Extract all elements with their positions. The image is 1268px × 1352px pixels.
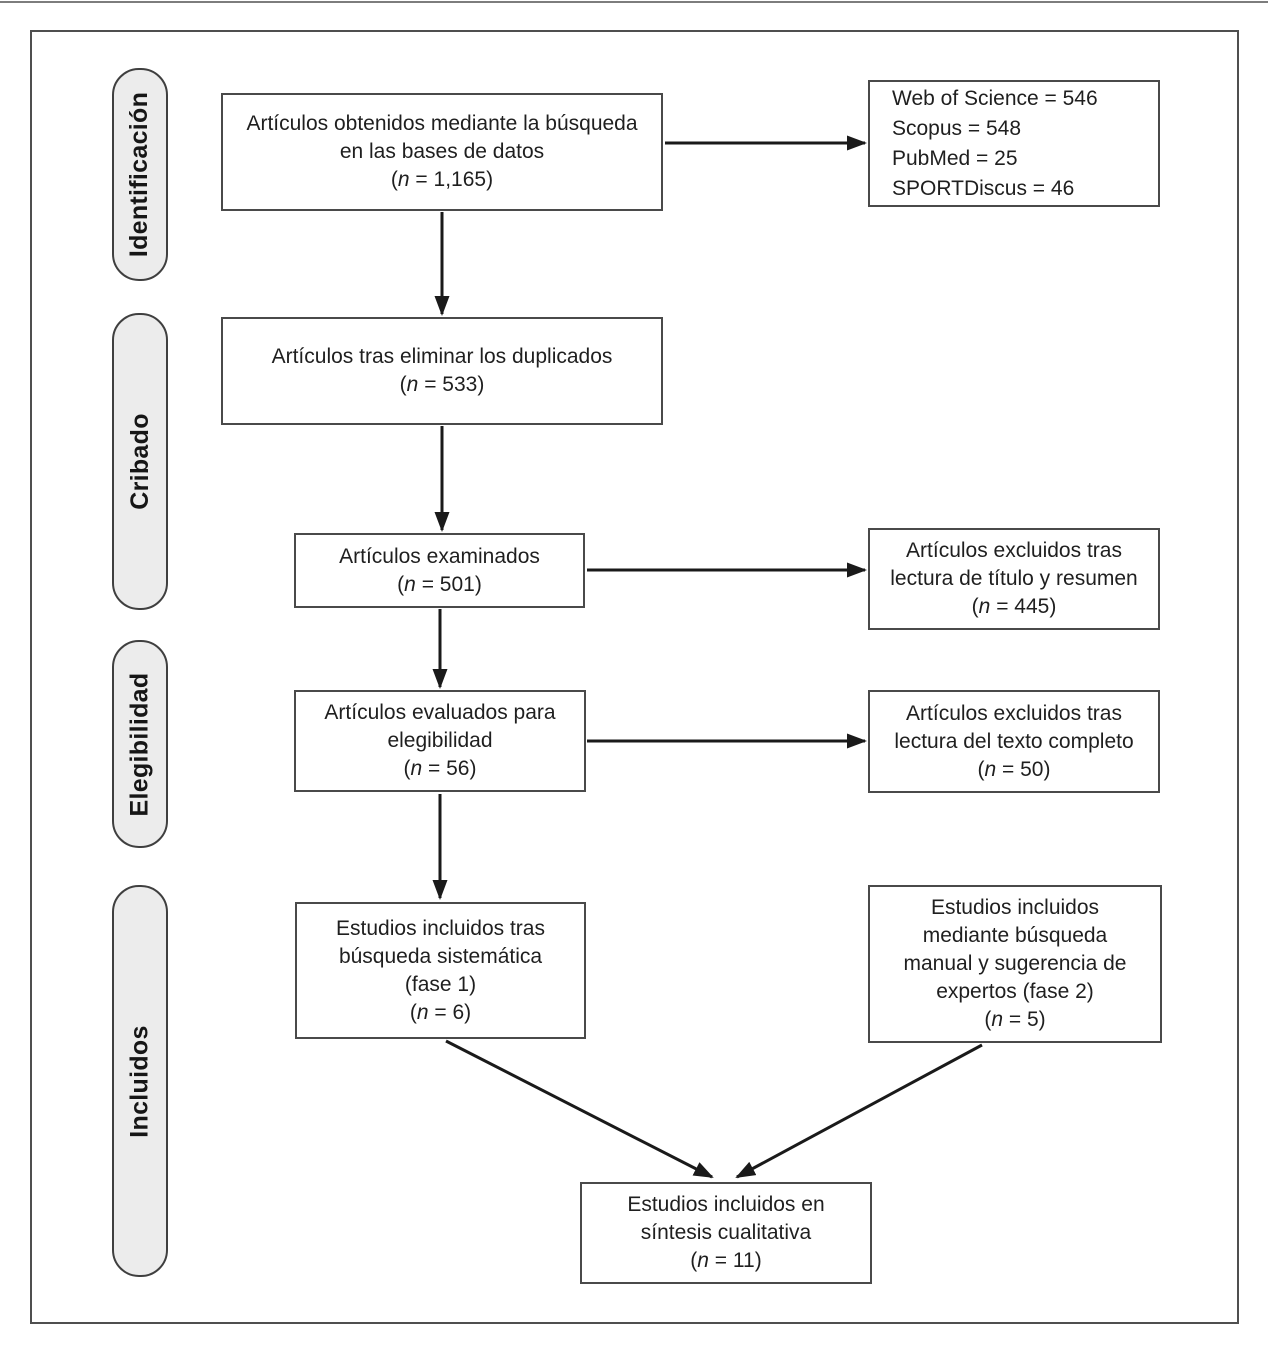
flow-box-included-phase1-text: Estudios incluidos tras búsqueda sistemá… bbox=[336, 916, 545, 996]
stage-label-incluidos: Incluidos bbox=[125, 1024, 154, 1138]
flow-box-excluded-full-text-text: Artículos excluidos tras lectura del tex… bbox=[894, 701, 1134, 753]
flow-box-qualitative-synthesis-text: Estudios incluidos en síntesis cualitati… bbox=[627, 1193, 825, 1244]
flow-box-screened-text: Artículos examinados bbox=[339, 544, 540, 568]
flow-box-included-phase1-count: (n = 6) bbox=[409, 1000, 472, 1024]
flow-box-screened-count: (n = 501) bbox=[397, 572, 482, 596]
flow-box-search-text: Artículos obtenidos mediante la búsqueda… bbox=[246, 112, 638, 163]
flow-box-search-count: (n = 1,165) bbox=[390, 168, 494, 191]
flow-box-excluded-title-abstract-count: (n = 445) bbox=[971, 595, 1057, 618]
flow-box-databases-text: Web of Science = 546 Scopus = 548 PubMed… bbox=[892, 86, 1098, 200]
flow-box-included-phase2-text: Estudios incluidos mediante búsqueda man… bbox=[903, 896, 1127, 1003]
stage-pill-cribado: Cribado bbox=[112, 313, 168, 610]
flow-box-eligibility-count: (n = 56) bbox=[403, 757, 477, 780]
stage-pill-identificacion: Identificación bbox=[112, 68, 168, 281]
stage-pill-elegibilidad: Elegibilidad bbox=[112, 640, 168, 848]
flow-box-databases: Web of Science = 546 Scopus = 548 PubMed… bbox=[868, 80, 1160, 207]
flow-box-deduplicated-text: Artículos tras eliminar los duplicados bbox=[271, 345, 613, 368]
stage-pill-incluidos: Incluidos bbox=[112, 885, 168, 1277]
flow-box-qualitative-synthesis: Estudios incluidos en síntesis cualitati… bbox=[580, 1182, 872, 1284]
figure-border bbox=[30, 30, 1239, 1324]
flow-box-excluded-title-abstract: Artículos excluidos tras lectura de títu… bbox=[868, 528, 1160, 630]
stage-label-cribado: Cribado bbox=[125, 413, 154, 510]
flow-box-included-phase2-count: (n = 5) bbox=[984, 1008, 1046, 1031]
flow-box-deduplicated: Artículos tras eliminar los duplicados (… bbox=[221, 317, 663, 425]
flow-box-included-phase1: Estudios incluidos tras búsqueda sistemá… bbox=[295, 902, 586, 1039]
flow-box-deduplicated-count: (n = 533) bbox=[399, 373, 485, 396]
flow-box-screened: Artículos examinados (n = 501) bbox=[294, 533, 585, 608]
flow-box-excluded-full-text: Artículos excluidos tras lectura del tex… bbox=[868, 690, 1160, 793]
flow-box-eligibility: Artículos evaluados para elegibilidad (n… bbox=[294, 690, 586, 792]
stage-label-identificacion: Identificación bbox=[125, 91, 154, 258]
flow-box-excluded-full-text-count: (n = 50) bbox=[977, 757, 1051, 781]
flow-box-search: Artículos obtenidos mediante la búsqueda… bbox=[221, 93, 663, 211]
top-rule-divider bbox=[0, 1, 1268, 3]
flow-box-qualitative-synthesis-count: (n = 11) bbox=[690, 1249, 762, 1272]
flow-box-included-phase2: Estudios incluidos mediante búsqueda man… bbox=[868, 885, 1162, 1043]
stage-label-elegibilidad: Elegibilidad bbox=[125, 672, 154, 816]
flow-box-eligibility-text: Artículos evaluados para elegibilidad bbox=[324, 701, 556, 752]
flow-box-excluded-title-abstract-text: Artículos excluidos tras lectura de títu… bbox=[890, 539, 1138, 590]
